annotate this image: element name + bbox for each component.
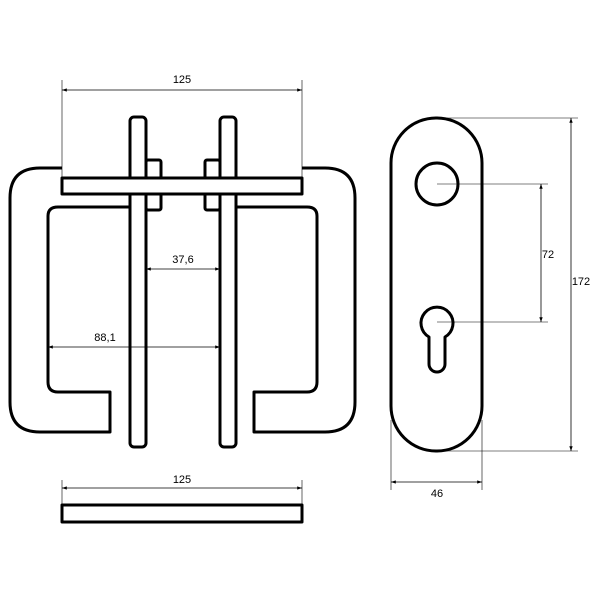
- dimension-handle-reach: 88,1: [48, 332, 220, 349]
- cylinder-keyhole: [419, 305, 455, 374]
- dimension-top-125: 125: [61, 74, 303, 178]
- label-plate-width: 46: [431, 488, 443, 500]
- dimension-cylinder-distance: 72: [437, 183, 554, 323]
- label-handle-width-top: 125: [173, 74, 191, 86]
- label-handle-reach: 88,1: [94, 332, 115, 344]
- top-cross-bar: [60, 176, 304, 196]
- escutcheon-plate: [389, 116, 484, 453]
- right-handle-lever: [235, 166, 357, 434]
- label-plate-height: 172: [572, 276, 590, 288]
- dimension-plate-height: 172: [437, 117, 590, 452]
- label-spindle-gap: 37,6: [172, 254, 193, 266]
- label-bar-width-bottom: 125: [173, 474, 191, 486]
- dimension-bottom-125: 125: [61, 474, 303, 505]
- dimension-spindle-gap: 37,6: [146, 254, 220, 271]
- bottom-bar: [60, 503, 304, 524]
- label-cylinder-distance: 72: [542, 249, 554, 261]
- left-back-plate: [128, 115, 148, 449]
- dimension-plate-width: 46: [390, 420, 483, 500]
- left-handle-lever: [8, 166, 130, 434]
- right-back-plate: [218, 115, 238, 449]
